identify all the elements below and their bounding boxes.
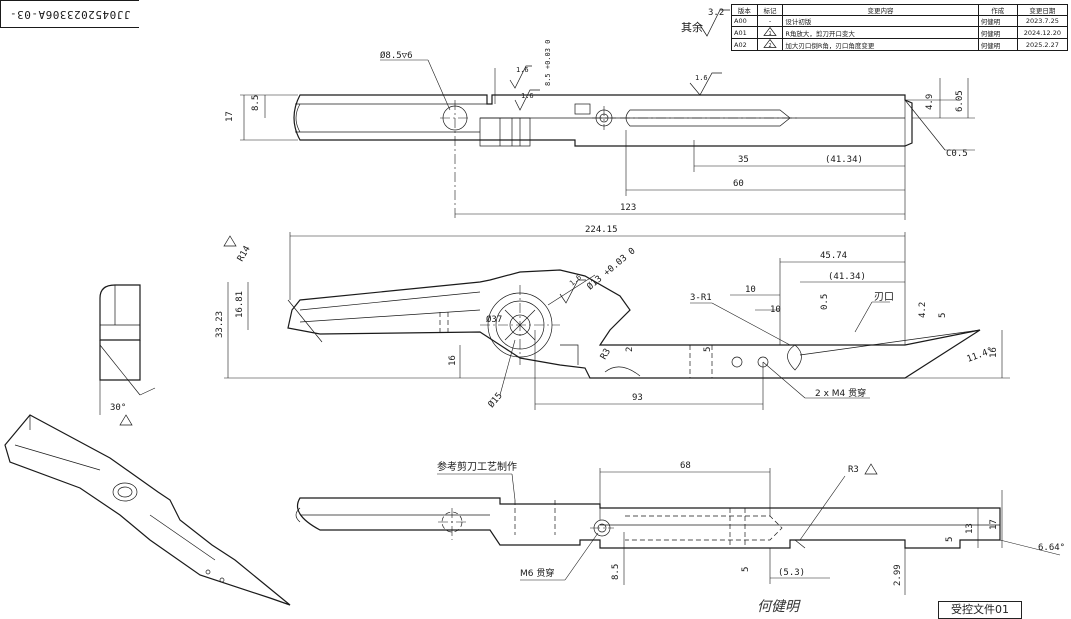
dim-5b-bottom: 5 xyxy=(945,537,955,542)
revision-triangle-icon xyxy=(223,235,237,247)
dim-r3-bottom: R3 xyxy=(848,465,859,475)
roughness-value: 1.6 xyxy=(521,92,534,100)
roughness-symbol xyxy=(509,65,532,89)
dim-68: 68 xyxy=(680,461,691,471)
revision-triangle-icon xyxy=(864,463,878,475)
dim-2-99: 2.99 xyxy=(893,564,903,586)
revision-triangle-icon: 2 xyxy=(763,38,777,49)
blade-label: 刃口 xyxy=(874,292,894,303)
dim-16-81: 16.81 xyxy=(235,291,245,318)
roughness-general-value: 3.2 xyxy=(708,8,724,18)
side-view: 30° xyxy=(99,284,156,426)
roughness-value: 1.6 xyxy=(516,66,529,74)
dim-41-34-front: (41.34) xyxy=(828,272,866,282)
dim-phi37: Ø37 xyxy=(486,314,502,325)
rev-date: 2025.2.27 xyxy=(1016,38,1069,51)
m4-holes-label: 2 x M4 贯穿 xyxy=(815,387,866,399)
dim-224-15: 224.15 xyxy=(585,225,618,235)
dim-angle-30: 30° xyxy=(110,403,126,413)
m6-label: M6 贯穿 xyxy=(520,567,554,579)
roughness-value: 1.6 xyxy=(695,74,708,82)
signature: 何健明 xyxy=(757,599,799,615)
dim-angle-6-64: 6.64° xyxy=(1038,543,1065,553)
svg-text:1: 1 xyxy=(769,31,772,36)
dim-10b: 10 xyxy=(770,305,781,315)
dim-16a: 16 xyxy=(448,355,458,366)
dim-41-34: (41.34) xyxy=(825,155,863,165)
dim-r3: R3 xyxy=(599,347,613,361)
dim-17: 17 xyxy=(225,111,235,122)
rev-mark: 2 xyxy=(756,38,784,51)
roughness-general-label: 其余 xyxy=(681,20,703,34)
general-roughness-symbol: 其余 3.2 xyxy=(681,8,730,37)
roughness-symbol xyxy=(514,89,540,111)
revision-row: A02 2 加大刃口倒R角，刃口角度变更 何健明 2025.2.27 xyxy=(731,38,1069,51)
dim-17-bottom: 17 xyxy=(989,519,999,530)
dim-tolerance: 8.5 +0.03 0 xyxy=(544,40,552,86)
dim-5-3: (5.3) xyxy=(778,568,805,578)
dim-5a-bottom: 5 xyxy=(741,567,751,572)
revision-triangle-icon xyxy=(119,414,133,426)
dim-93: 93 xyxy=(632,393,643,403)
front-view: R14 224.15 45.74 (41.34) 10 10 0.5 3-R1 … xyxy=(215,225,1010,410)
dim-13: 13 xyxy=(965,523,975,534)
revision-triangle-icon: 1 xyxy=(763,26,777,37)
dim-35: 35 xyxy=(738,155,749,165)
control-stamp: 受控文件01 xyxy=(938,601,1022,619)
dim-16b: 16 xyxy=(989,347,999,358)
dim-3-r1: 3-R1 xyxy=(690,293,712,303)
dim-123: 123 xyxy=(620,203,636,213)
hole-label: Ø8.5▽6 xyxy=(380,50,413,61)
dim-8-5: 8.5 xyxy=(251,95,261,111)
dim-60: 60 xyxy=(733,179,744,189)
process-note: 参考剪刀工艺制作 xyxy=(437,460,517,473)
roughness-symbol xyxy=(689,72,722,96)
dim-chamfer: C0.5 xyxy=(946,149,968,159)
dim-phi13: Ø13 +0.03 0 xyxy=(585,246,638,293)
bottom-view: 参考剪刀工艺制作 68 R3 M6 贯穿 8.5 5 (5.3) 2.99 5 … xyxy=(295,460,1065,595)
top-view: Ø8.5▽6 17 8.5 8.5 +0.03 0 1.6 1.6 1.6 35… xyxy=(225,40,975,220)
dim-5a: 5 xyxy=(938,313,948,318)
svg-text:2: 2 xyxy=(769,43,772,48)
dim-8-5-bottom: 8.5 xyxy=(611,564,621,580)
dim-phi15: Ø15 xyxy=(486,390,505,410)
dim-4-9: 4.9 xyxy=(925,94,935,110)
isometric-view xyxy=(4,414,291,606)
dim-5b: 5 xyxy=(703,347,713,352)
dim-10a: 10 xyxy=(745,285,756,295)
dim-6-05: 6.05 xyxy=(955,90,965,112)
dim-0-5: 0.5 xyxy=(820,294,830,310)
roughness-symbol xyxy=(559,279,586,304)
dim-33-23: 33.23 xyxy=(215,311,225,338)
dim-2: 2 xyxy=(625,347,635,352)
dim-r14: R14 xyxy=(236,244,253,263)
dim-45-74: 45.74 xyxy=(820,251,847,261)
dim-4-2: 4.2 xyxy=(918,302,928,318)
revision-table: 版本 标记 变更内容 作成 变更日期 A00 - 设计初版 何健明 2023.7… xyxy=(731,4,1069,51)
rev-content: 加大刃口倒R角，刃口角度变更 xyxy=(782,38,979,51)
